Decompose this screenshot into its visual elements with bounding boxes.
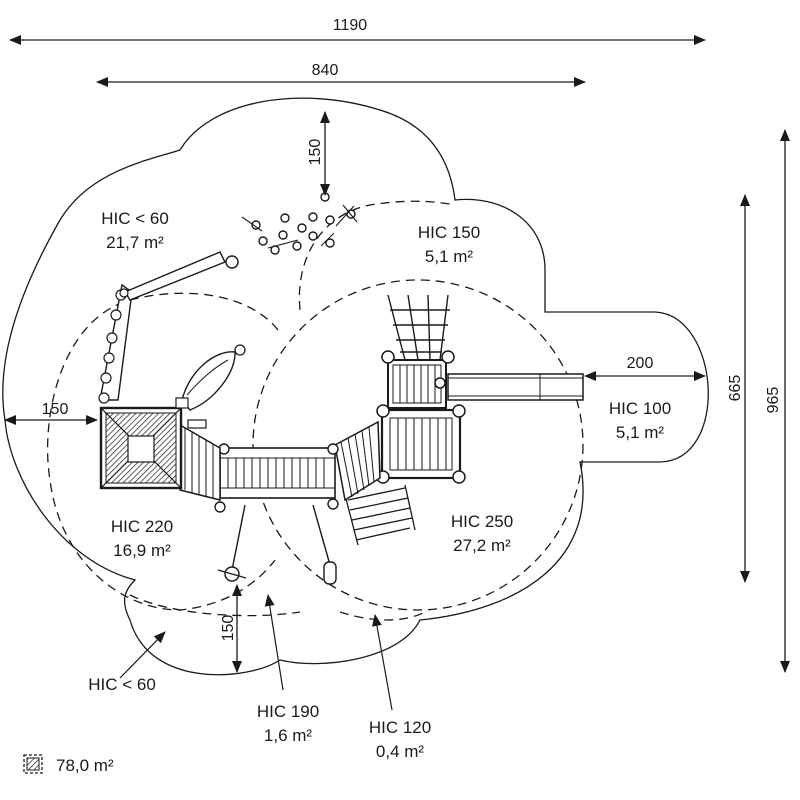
hic220-area: 16,9 m² <box>113 541 171 560</box>
tower-upper-right <box>381 350 455 409</box>
climbing-net <box>387 294 450 361</box>
dim-left-clearance: 150 <box>42 401 69 418</box>
tube-element <box>175 344 246 411</box>
hic100-name: HIC 100 <box>609 399 671 418</box>
rope-nodes-cluster <box>251 192 356 255</box>
hic60-bottom-name: HIC < 60 <box>88 675 156 694</box>
dim-total-width: 1190 <box>333 17 368 34</box>
rope-lines <box>241 204 358 249</box>
hic100-area: 5,1 m² <box>616 423 665 442</box>
legend-area-icon <box>23 754 43 774</box>
hic120-name: HIC 120 <box>369 718 431 737</box>
safety-zone-outline <box>2 97 709 676</box>
central-bridge <box>214 443 339 513</box>
deck-planks-lower <box>397 418 447 470</box>
dim-slide-clearance: 200 <box>627 355 654 372</box>
dim-bottom-clearance: 150 <box>220 615 237 642</box>
hic220-name: HIC 220 <box>111 517 173 536</box>
legend-total-area: 78,0 m² <box>56 756 114 775</box>
dim-height-total: 965 <box>765 387 782 414</box>
hic190-name: HIC 190 <box>257 702 319 721</box>
hic190-area: 1,6 m² <box>264 726 313 745</box>
hic60-top-area: 21,7 m² <box>106 233 164 252</box>
connector-right <box>334 420 381 502</box>
hic60-top-name: HIC < 60 <box>101 209 169 228</box>
dim-top-clearance: 150 <box>307 139 324 166</box>
dim-height-inner: 665 <box>727 375 744 402</box>
swing-seats <box>217 561 337 585</box>
hic250-name: HIC 250 <box>451 512 513 531</box>
tower-lower-right <box>376 404 466 484</box>
hic150-area: 5,1 m² <box>425 247 474 266</box>
roof-tower-left <box>99 406 183 490</box>
dim-structure-width: 840 <box>312 62 339 79</box>
leader-lines <box>119 594 393 711</box>
swing-chains <box>231 504 331 571</box>
hic150-name: HIC 150 <box>418 223 480 242</box>
hic-boundaries <box>47 200 584 621</box>
connector-left <box>179 419 221 501</box>
dimension-lines <box>4 35 790 673</box>
hic120-area: 0,4 m² <box>376 742 425 761</box>
climbing-wall-left <box>98 251 239 404</box>
slide <box>447 373 584 401</box>
hic250-area: 27,2 m² <box>453 536 511 555</box>
step-ladder <box>344 484 416 546</box>
